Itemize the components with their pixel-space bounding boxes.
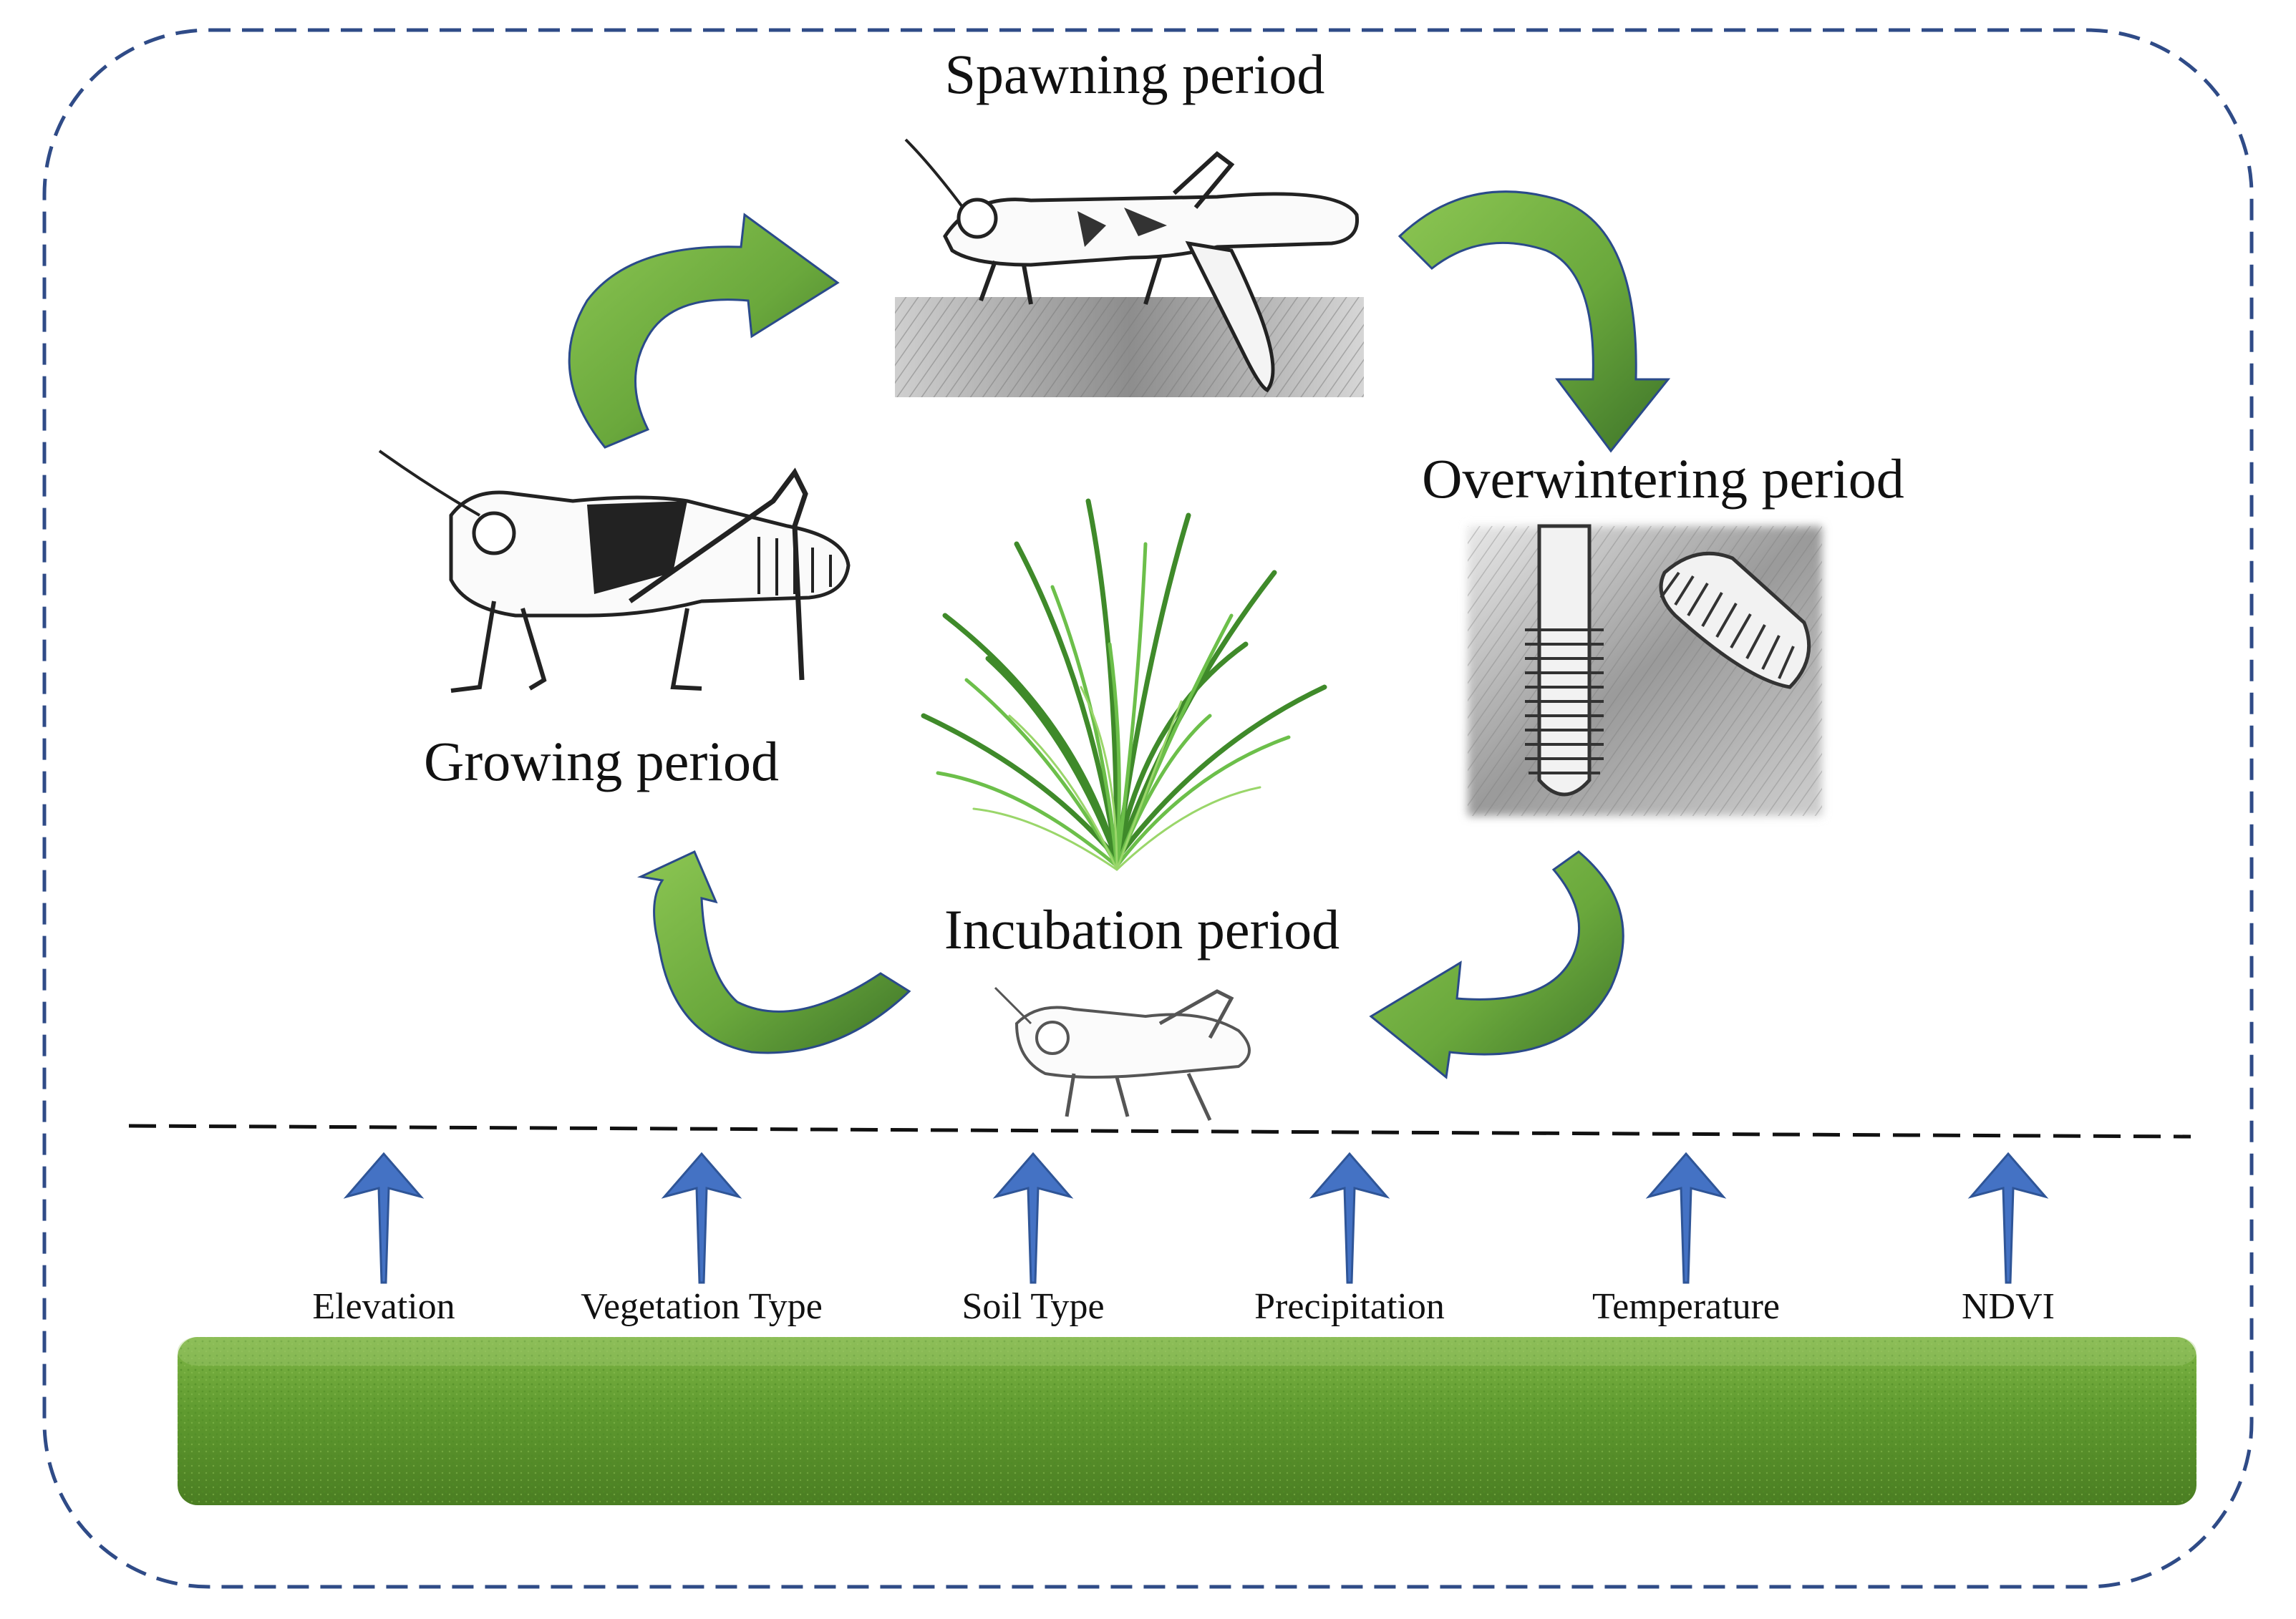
stage-label-overwintering: Overwintering period bbox=[1422, 447, 1904, 510]
factor-label-temperature: Temperature bbox=[1592, 1286, 1780, 1327]
grass-field-strip bbox=[178, 1337, 2196, 1505]
stage-label-incubation: Incubation period bbox=[944, 898, 1340, 961]
environmental-factors: Elevation Vegetation Type Soil Type Precipi… bbox=[312, 1152, 2055, 1327]
incubation-nymph-image bbox=[994, 986, 1251, 1122]
overwintering-egg-pods-image bbox=[1468, 524, 1822, 816]
stage-label-spawning: Spawning period bbox=[945, 43, 1325, 105]
factor-arrow-elevation bbox=[343, 1152, 425, 1284]
cycle-arrow-spawning-to-overwintering bbox=[1398, 190, 1671, 453]
factor-label-vegetation-type: Vegetation Type bbox=[581, 1286, 823, 1327]
spawning-grasshopper-image bbox=[895, 138, 1364, 397]
cycle-arrow-incubation-to-growing bbox=[636, 850, 911, 1054]
factor-label-precipitation: Precipitation bbox=[1254, 1286, 1445, 1327]
factor-arrow-vegetation-type bbox=[661, 1152, 742, 1284]
growing-adult-grasshopper-image bbox=[378, 449, 851, 693]
factor-label-ndvi: NDVI bbox=[1962, 1286, 2055, 1327]
cycle-arrow-overwintering-to-incubation bbox=[1369, 850, 1624, 1079]
cycle-arrow-growing-to-spawning bbox=[568, 213, 840, 449]
stage-label-growing: Growing period bbox=[424, 730, 779, 792]
factor-label-soil-type: Soil Type bbox=[961, 1286, 1104, 1327]
divider-line bbox=[128, 1124, 2191, 1139]
factor-arrow-ndvi bbox=[1967, 1152, 2049, 1284]
grass-tuft-icon bbox=[921, 498, 1327, 871]
factor-arrow-temperature bbox=[1645, 1152, 1727, 1284]
factor-label-elevation: Elevation bbox=[312, 1286, 455, 1327]
factor-arrow-precipitation bbox=[1309, 1152, 1390, 1284]
factor-arrow-soil-type bbox=[992, 1152, 1074, 1284]
dashed-frame bbox=[42, 28, 2254, 1589]
